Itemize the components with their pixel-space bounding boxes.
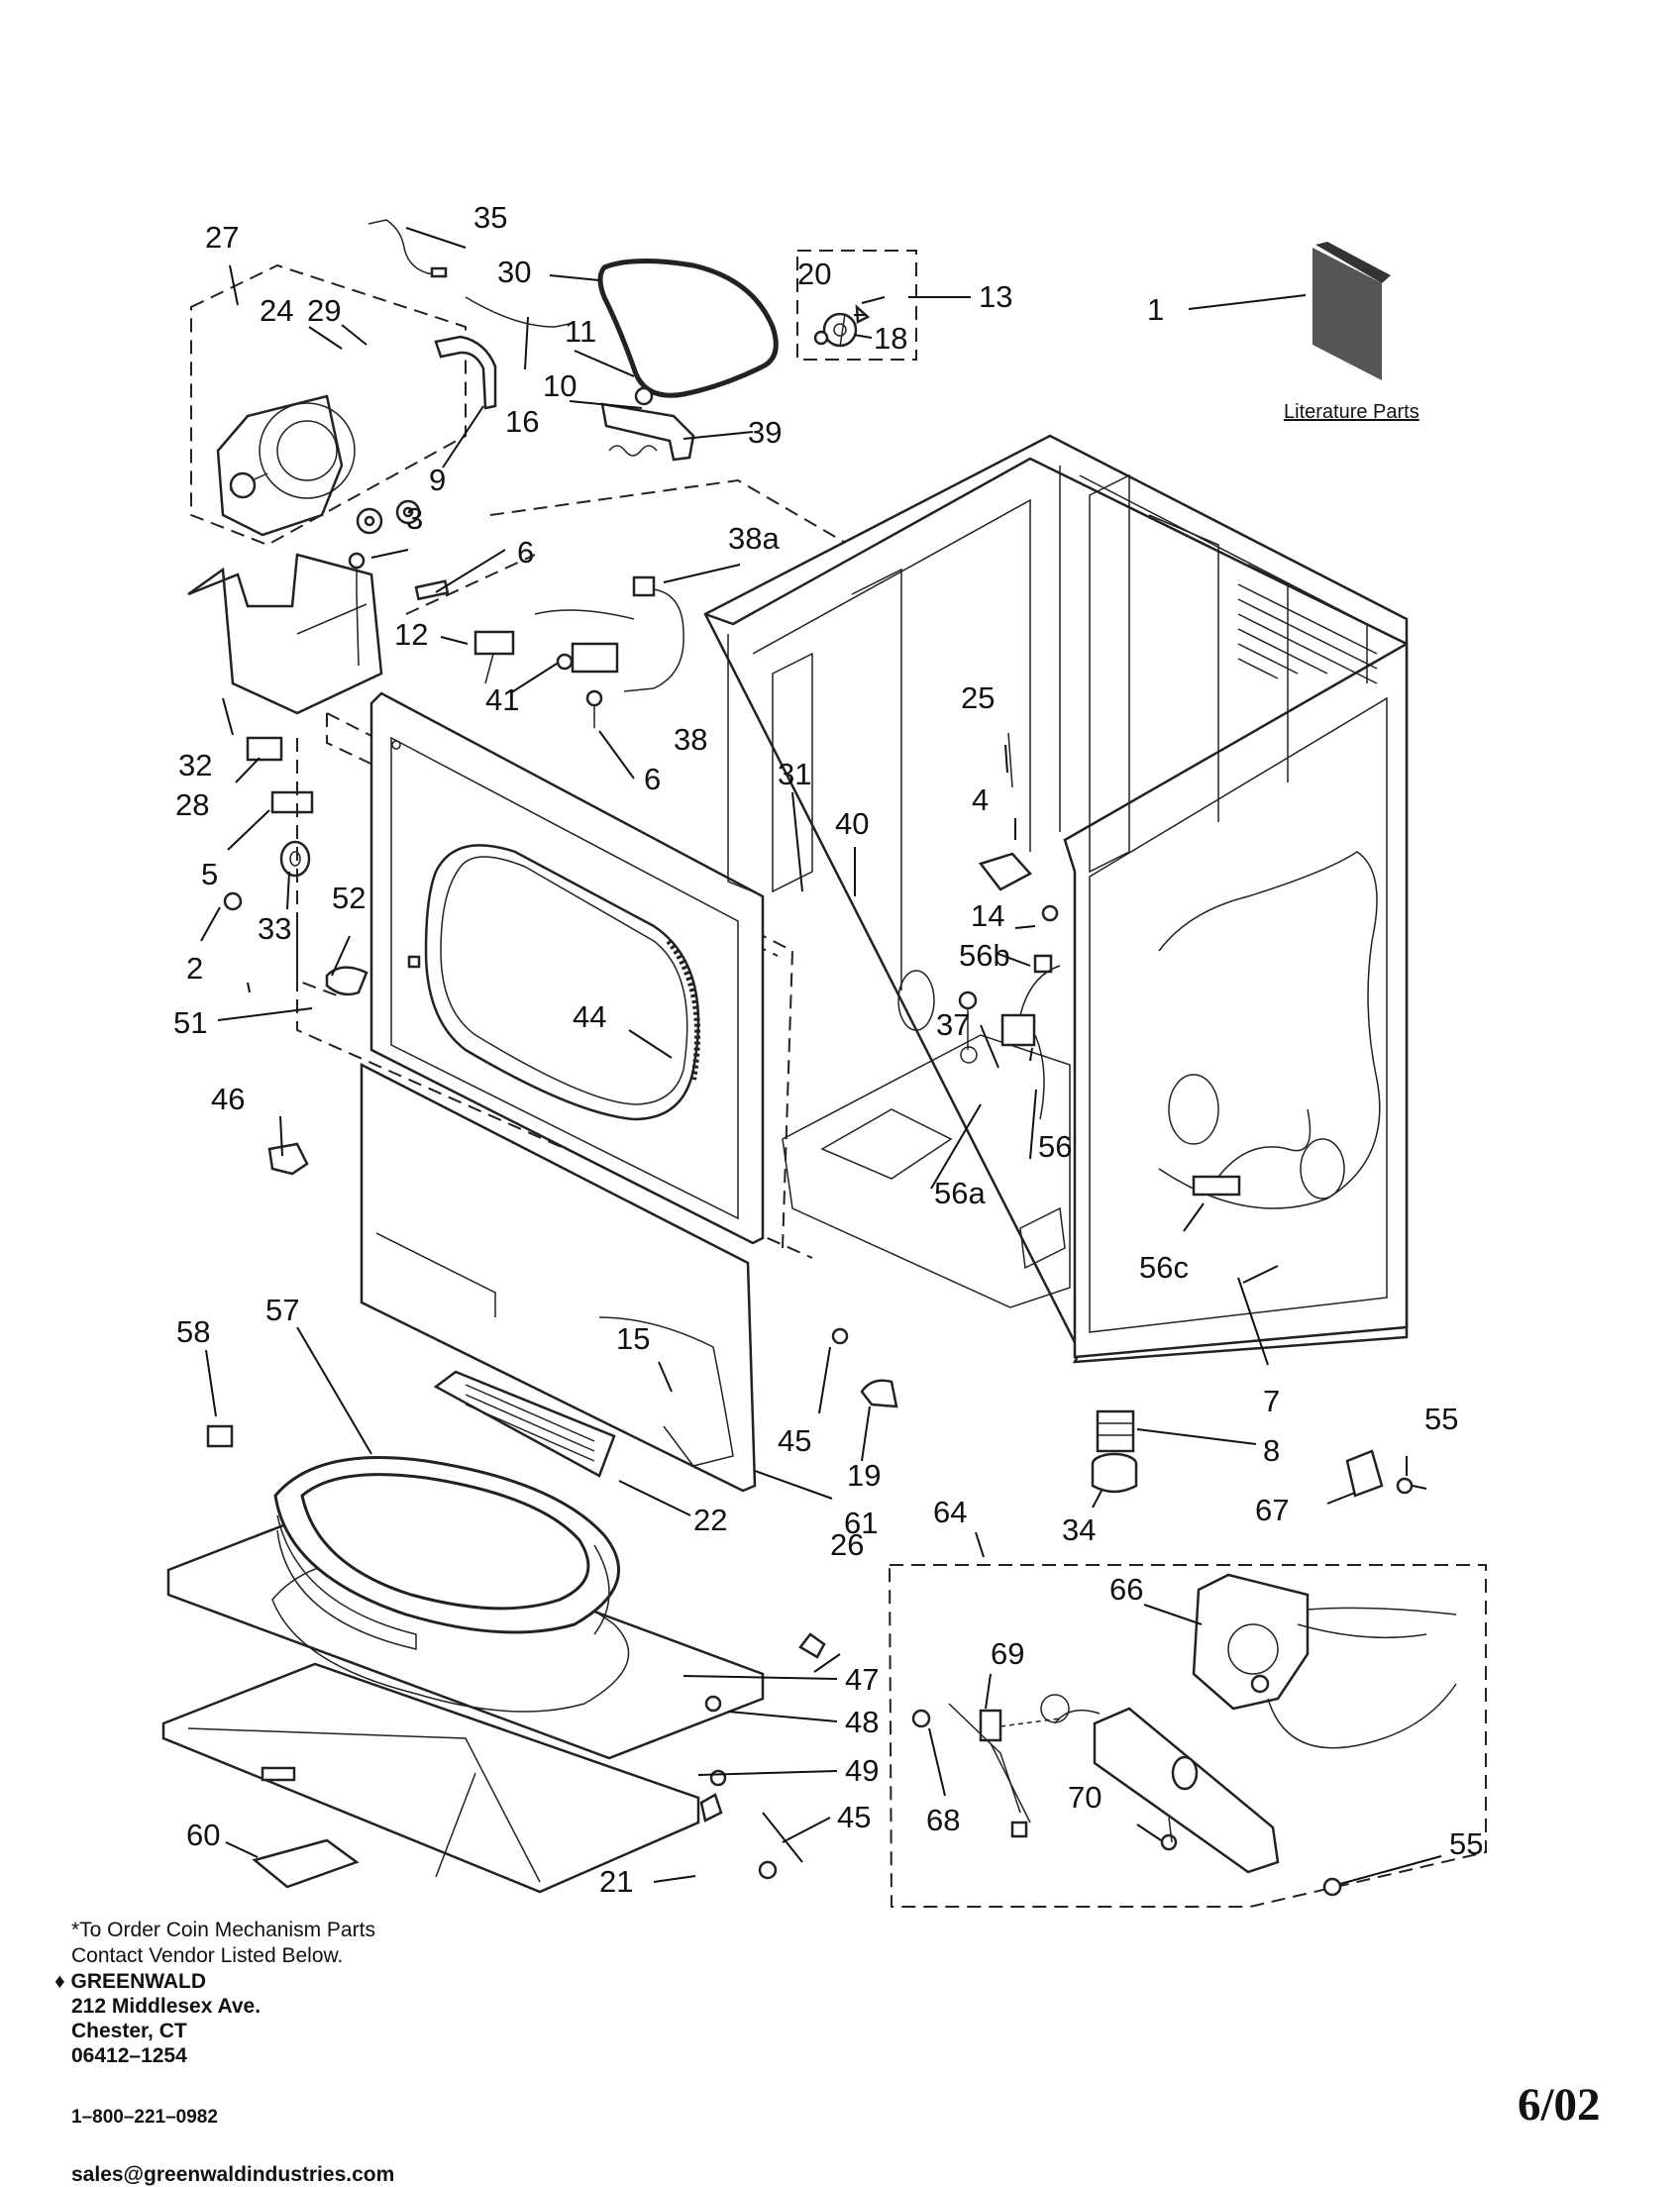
callout-45: 45: [837, 1800, 871, 1834]
callout-24: 24: [260, 293, 293, 328]
callout-14: 14: [971, 898, 1004, 933]
callout-16: 16: [505, 404, 539, 439]
callout-48: 48: [845, 1705, 879, 1739]
callout-45: 45: [778, 1423, 811, 1458]
cabinet: [703, 434, 1409, 1364]
front-panel: [369, 691, 765, 1245]
front-bracket: [187, 553, 383, 715]
callout-1: 1: [1147, 292, 1164, 327]
callout-69: 69: [991, 1636, 1024, 1671]
harness-35: [368, 219, 445, 276]
callout-61: 61: [844, 1506, 878, 1540]
note-line-1: *To Order Coin Mechanism Parts: [71, 1919, 375, 1941]
callout-18: 18: [874, 321, 907, 356]
callout-31: 31: [778, 757, 811, 791]
callout-28: 28: [175, 787, 209, 822]
callout-leaders: [200, 227, 1442, 1885]
callout-58: 58: [176, 1314, 210, 1349]
callout-2: 2: [186, 951, 203, 986]
callout-56: 56: [1038, 1129, 1072, 1164]
literature-parts: [1312, 242, 1391, 380]
callout-30: 30: [497, 255, 531, 289]
coin-mechanism-assembly: [889, 1564, 1487, 1908]
vendor-city: Chester, CT: [71, 2020, 187, 2042]
callout-47: 47: [845, 1662, 879, 1697]
callout-55: 55: [1424, 1402, 1458, 1436]
callout-29: 29: [307, 293, 341, 328]
callout-68: 68: [926, 1803, 960, 1837]
callout-4: 4: [972, 782, 989, 817]
callout-11: 11: [565, 314, 596, 349]
callout-39: 39: [748, 415, 782, 450]
vendor-zip: 06412–1254: [71, 2044, 187, 2067]
callout-51: 51: [173, 1005, 207, 1040]
callout-6: 6: [644, 762, 661, 796]
drive-belt: [597, 259, 779, 398]
callout-64: 64: [933, 1495, 967, 1529]
callout-60: 60: [186, 1818, 220, 1852]
motor-bracket: [434, 335, 497, 410]
callout-34: 34: [1062, 1512, 1096, 1547]
callout-labels: 1 2 3 4 5 6 6 7 8 9 10 11 12 13 14 15 16…: [173, 200, 1483, 1899]
leveling-leg: [1096, 1409, 1135, 1453]
callout-46: 46: [211, 1082, 245, 1116]
callout-52: 52: [332, 881, 366, 915]
callout-13: 13: [979, 279, 1012, 314]
callout-38a: 38a: [728, 521, 780, 556]
callout-56c: 56c: [1139, 1250, 1189, 1285]
vendor-street: 212 Middlesex Ave.: [71, 1995, 262, 2018]
callout-7: 7: [1263, 1384, 1280, 1418]
callout-66: 66: [1109, 1572, 1143, 1607]
callout-15: 15: [616, 1321, 650, 1356]
callout-27: 27: [205, 220, 239, 255]
callout-3: 3: [406, 501, 423, 536]
callout-8: 8: [1263, 1433, 1280, 1468]
callout-67: 67: [1255, 1493, 1289, 1527]
callout-49: 49: [845, 1753, 879, 1788]
callout-10: 10: [543, 368, 577, 403]
revision-date: 6/02: [1518, 2079, 1601, 2131]
callout-12: 12: [394, 617, 428, 652]
callout-41: 41: [485, 682, 519, 717]
callout-6: 6: [517, 535, 534, 570]
callout-35: 35: [473, 200, 507, 235]
vendor-email: sales@greenwaldindustries.com: [71, 2163, 395, 2186]
callout-37: 37: [936, 1007, 970, 1042]
callout-44: 44: [573, 999, 606, 1034]
callout-25: 25: [961, 680, 995, 715]
vendor-address: ♦ GREENWALD 212 Middlesex Ave. Chester, …: [54, 1969, 261, 2068]
callout-20: 20: [797, 257, 831, 291]
callout-19: 19: [847, 1458, 881, 1493]
callout-21: 21: [599, 1864, 633, 1899]
callout-5: 5: [201, 857, 218, 891]
note-line-2: Contact Vendor Listed Below.: [71, 1944, 344, 1967]
callout-33: 33: [258, 911, 291, 946]
callout-40: 40: [835, 806, 869, 841]
callout-56b: 56b: [959, 938, 1010, 973]
callout-70: 70: [1068, 1780, 1102, 1815]
callout-26: 26: [830, 1527, 864, 1562]
callout-56a: 56a: [934, 1176, 986, 1210]
callout-55: 55: [1449, 1826, 1483, 1861]
base-assembly: [161, 1424, 826, 1894]
callout-9: 9: [429, 463, 446, 497]
vendor-name: ♦ GREENWALD: [54, 1970, 207, 1993]
literature-parts-label: Literature Parts: [1284, 401, 1419, 423]
toe-panel: [360, 1062, 757, 1493]
callout-57: 57: [265, 1293, 299, 1327]
coin-mechanism-note: *To Order Coin Mechanism Parts Contact V…: [71, 1918, 375, 1969]
callout-32: 32: [178, 748, 212, 782]
callout-22: 22: [693, 1503, 727, 1537]
callout-38: 38: [674, 722, 707, 757]
vendor-phone: 1–800–221–0982: [71, 2107, 218, 2128]
motor-assembly: [190, 263, 467, 547]
